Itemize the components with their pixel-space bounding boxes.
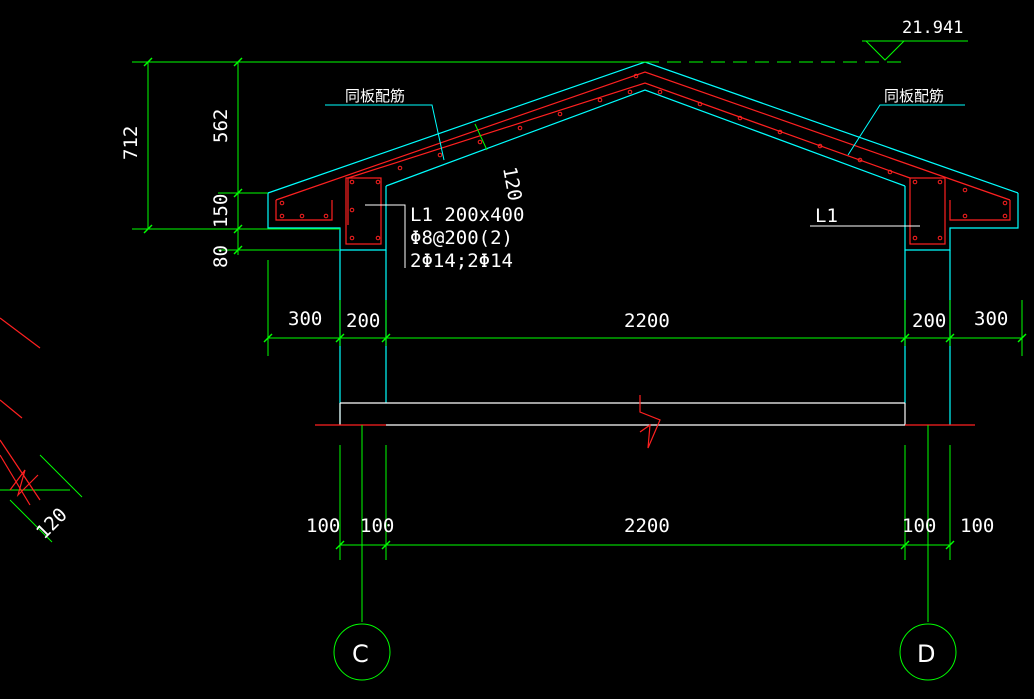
dim-rise-562: 562 [210, 109, 232, 143]
beam-spec-line1: L1 200x400 [410, 204, 524, 226]
roof-top-rebar [275, 71, 1011, 201]
break-symbol [639, 395, 661, 449]
right-eave-stirrup [949, 200, 1011, 221]
beam-spec-leader [365, 204, 920, 268]
rebar-note-left: 同板配筋 [345, 87, 405, 105]
dimension-tick [233, 57, 243, 67]
dimension-tick [335, 540, 345, 550]
side-slab-thickness-label: 120 [32, 504, 72, 544]
axis-bubble-d [899, 623, 957, 681]
roof-top-surface [267, 61, 1019, 194]
rebar-dot [962, 187, 968, 193]
rebar [275, 71, 1011, 245]
rebar-dot [349, 235, 355, 241]
dimension-tick [381, 540, 391, 550]
rebar-dot [477, 139, 483, 145]
rebar-dot [657, 89, 663, 95]
beam-spec-line2: Φ8@200(2) [410, 227, 513, 249]
dimension-tick [945, 540, 955, 550]
top-dim-4: 300 [974, 308, 1008, 330]
rebar-dot [777, 129, 783, 135]
rebar-dot [279, 200, 285, 206]
rebar-dot [1002, 213, 1008, 219]
beam-spec-line3: 2Φ14;2Φ14 [410, 250, 513, 272]
rebar-dot [597, 97, 603, 103]
beam-tag-right: L1 [815, 205, 838, 227]
roof-underside [385, 89, 906, 187]
rebar-dot [817, 143, 823, 149]
dimension-tick [143, 57, 153, 67]
rebar-dot [375, 235, 381, 241]
dimension-tick [945, 333, 955, 343]
bottom-dim-1: 100 [360, 515, 394, 537]
rebar-dot [627, 89, 633, 95]
rebar-dot [1002, 200, 1008, 206]
dimension-tick [233, 245, 243, 255]
dimension-tick [900, 540, 910, 550]
rebar-note-right: 同板配筋 [884, 87, 944, 105]
rebar-dot [633, 73, 639, 79]
rebar-dot [349, 179, 355, 185]
dimension-tick [335, 333, 345, 343]
dimension-tick [1017, 333, 1027, 343]
dimension-tick [900, 333, 910, 343]
top-dim-1: 200 [346, 310, 380, 332]
roof-bottom-rebar [347, 82, 911, 225]
rebar-dot [962, 213, 968, 219]
rebar-dot [279, 213, 285, 219]
rebar-dot [375, 179, 381, 185]
floor-slab [339, 402, 906, 426]
dimension-tick [381, 333, 391, 343]
rebar-dot [299, 213, 305, 219]
right-eave-outline [904, 186, 1019, 251]
axis-label-c: C [352, 640, 369, 668]
rebar-dot [912, 235, 918, 241]
rebar-dot [517, 125, 523, 131]
left-eave-outline [267, 186, 387, 251]
bottom-dim-3: 100 [902, 515, 936, 537]
top-dim-0: 300 [288, 308, 322, 330]
rebar-dot [697, 101, 703, 107]
rebar-dot [557, 111, 563, 117]
rebar-dot [887, 169, 893, 175]
top-dim-3: 200 [912, 310, 946, 332]
rebar-dot [937, 235, 943, 241]
dimension-tick [233, 224, 243, 234]
slab-thickness-label: 120 [498, 165, 526, 203]
bottom-dim-0: 100 [306, 515, 340, 537]
dimension-lines [0, 40, 1023, 681]
dimension-tick [233, 188, 243, 198]
top-dim-2: 2200 [624, 310, 670, 332]
rebar-dot [349, 207, 355, 213]
rebar-dot [857, 157, 863, 163]
leader-lines [325, 104, 965, 161]
right-beam-stirrup [909, 177, 946, 245]
axis-bubble-c [333, 623, 391, 681]
dimension-tick [263, 333, 273, 343]
grade-line [315, 395, 975, 449]
left-beam-stirrup [345, 177, 382, 245]
bottom-dim-4: 100 [960, 515, 994, 537]
bottom-dim-2: 2200 [624, 515, 670, 537]
dim-eave-150: 150 [210, 194, 232, 228]
rebar-dot [912, 179, 918, 185]
rebar-dots [279, 73, 1008, 241]
elevation-value: 21.941 [902, 18, 963, 38]
left-eave-stirrup [275, 200, 333, 221]
rebar-dot [437, 152, 443, 158]
dim-total-712: 712 [120, 126, 142, 160]
rebar-dot [323, 213, 329, 219]
partial-detail-left [0, 317, 41, 506]
rebar-dot [397, 165, 403, 171]
rebar-dot [737, 115, 743, 121]
rebar-dot [937, 179, 943, 185]
dim-drop-80: 80 [210, 245, 232, 268]
axis-label-d: D [917, 640, 935, 668]
dimension-ticks [143, 57, 1027, 550]
dimension-tick [143, 224, 153, 234]
